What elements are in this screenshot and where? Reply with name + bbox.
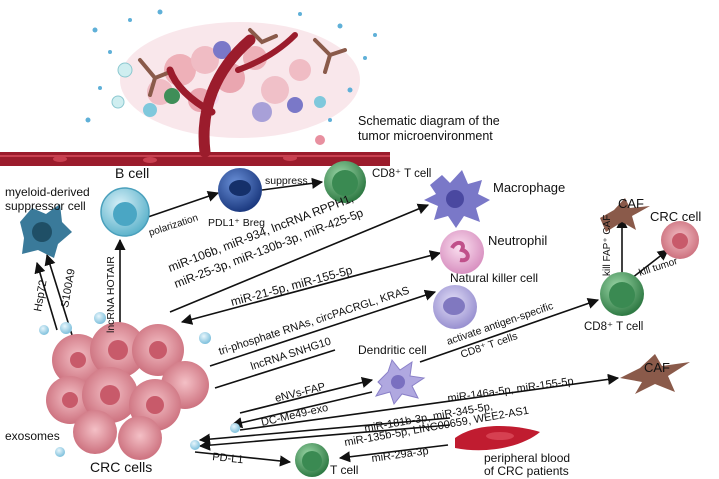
mdsc-cell [20,204,72,258]
arrow-s100a9 [44,253,73,336]
label-suppress: suppress [265,175,308,187]
label-hotair: lncRNA HOTAIR [105,256,117,333]
label-neut: miR-21-5p, miR-155-5p [229,263,354,309]
title-line-1: Schematic diagram of the [358,114,500,128]
label-s100a9: S100A9 [59,268,78,309]
arrow-mir29 [338,444,449,463]
label-hsp72: Hsp72 [32,279,49,312]
dendritic-cell [374,358,426,406]
label-exosomes: exosomes [5,429,60,443]
arrow-snhg10 [214,349,336,389]
arrow-pb-1 [198,417,451,445]
label-kill-tumor: kill tumor [638,256,680,279]
label-cd8-top: CD8⁺ T cell [372,168,431,180]
crc-cell-right [661,221,699,259]
title-line-2: tumor microenvironment [358,129,493,143]
arrow-neutrophil [180,250,442,325]
arrow-polarization [144,190,220,219]
label-envs: eNVs-FAP [274,381,327,405]
arrows [34,177,669,467]
arrow-envs [239,377,374,414]
label-caf-mirna: miR-146a-5p, miR-155-5p [447,375,575,405]
label-mdsc-2: suppressor cell [5,199,86,213]
label-crc-cells: CRC cells [90,459,152,475]
label-blood-1: peripheral blood [484,451,570,465]
arrow-kill-tumor [631,249,669,279]
label-nk: Natural killer cell [450,271,538,285]
label-caf-top: CAF [618,196,644,211]
label-neutrophil: Neutrophil [488,233,547,248]
label-b-cell: B cell [115,165,149,181]
caf-cell-mid [620,354,690,394]
cd8-t-cell-top [324,161,366,203]
label-crc-cell: CRC cell [650,209,701,224]
blood-drop [455,426,540,451]
b-cell [100,187,150,237]
crc-cell-cluster [46,322,209,460]
arrow-pb-2 [198,424,451,451]
label-caf-mid: CAF [644,360,670,375]
label-polarization: polarization [148,213,200,239]
label-t-cell: T cell [330,463,358,477]
nk-cell [433,285,477,329]
t-cell-bottom [295,443,329,477]
label-dendritic: Dendritic cell [358,343,427,357]
arrow-suppress [261,177,324,191]
label-kill-caf: kill FAP⁺ CAF [602,215,613,276]
cd8-t-cell-right [600,272,644,316]
macrophage-cell [424,170,490,228]
label-blood-2: of CRC patients [484,464,569,478]
label-mdsc-1: myeloid-derived [5,185,90,199]
neutrophil-cell [440,230,484,274]
arrow-caf [239,373,620,431]
label-pdl1: PD-L1 [212,451,244,466]
arrow-pdl1 [194,451,292,467]
label-breg: PDL1⁺ Breg [208,217,265,229]
arrow-nk [209,289,437,367]
label-cd8-right: CD8⁺ T cell [584,321,643,333]
breg-cell [218,168,262,212]
label-macrophage: Macrophage [493,180,565,195]
exosome-particles [39,312,240,457]
arrow-activate [419,298,600,363]
tme-illustration [0,9,390,166]
label-mir29: miR-29a-3p [371,445,430,465]
caf-cell-top [600,198,650,232]
arrow-hsp72 [34,261,58,331]
arrow-dcme [230,391,373,429]
